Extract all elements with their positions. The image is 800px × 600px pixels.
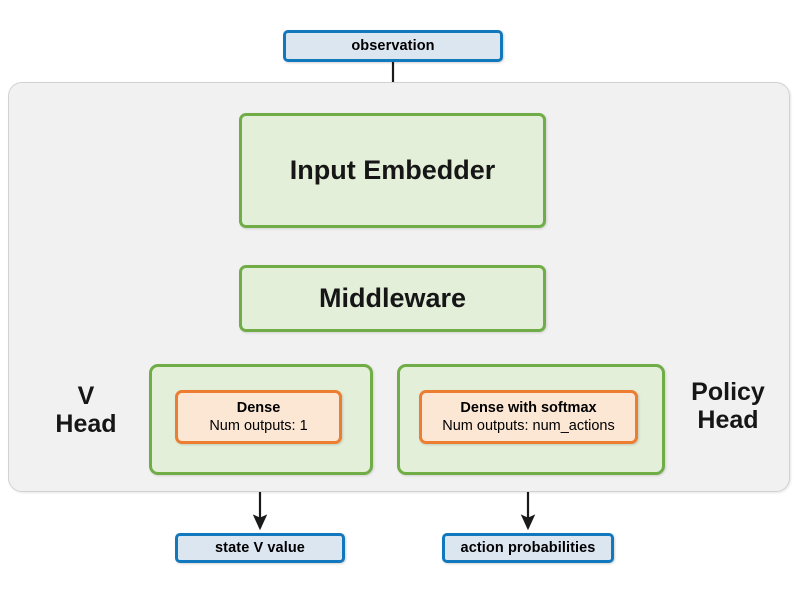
- node-dense-v-subtitle: Num outputs: 1: [209, 418, 308, 434]
- caption-v-head: V Head: [28, 382, 144, 438]
- node-state-v-value[interactable]: state V value: [175, 533, 345, 563]
- node-observation[interactable]: observation: [283, 30, 503, 62]
- caption-policy-head: Policy Head: [665, 378, 791, 434]
- caption-policy-head-line2: Head: [697, 406, 759, 434]
- caption-v-head-line1: V: [77, 382, 95, 410]
- node-state-v-value-label: state V value: [215, 540, 305, 556]
- node-dense-v-title: Dense: [236, 400, 281, 416]
- node-input-embedder[interactable]: Input Embedder: [239, 113, 546, 228]
- node-input-embedder-label: Input Embedder: [289, 155, 496, 185]
- node-observation-label: observation: [351, 38, 435, 54]
- node-middleware-label: Middleware: [318, 283, 467, 313]
- node-dense-v[interactable]: Dense Num outputs: 1: [175, 390, 342, 444]
- caption-policy-head-line1: Policy: [691, 378, 765, 406]
- node-middleware[interactable]: Middleware: [239, 265, 546, 332]
- node-dense-policy[interactable]: Dense with softmax Num outputs: num_acti…: [419, 390, 638, 444]
- node-action-probabilities-label: action probabilities: [460, 540, 596, 556]
- node-dense-policy-subtitle: Num outputs: num_actions: [442, 418, 615, 434]
- node-dense-policy-title: Dense with softmax: [460, 400, 597, 416]
- caption-v-head-line2: Head: [55, 410, 117, 438]
- node-action-probabilities[interactable]: action probabilities: [442, 533, 614, 563]
